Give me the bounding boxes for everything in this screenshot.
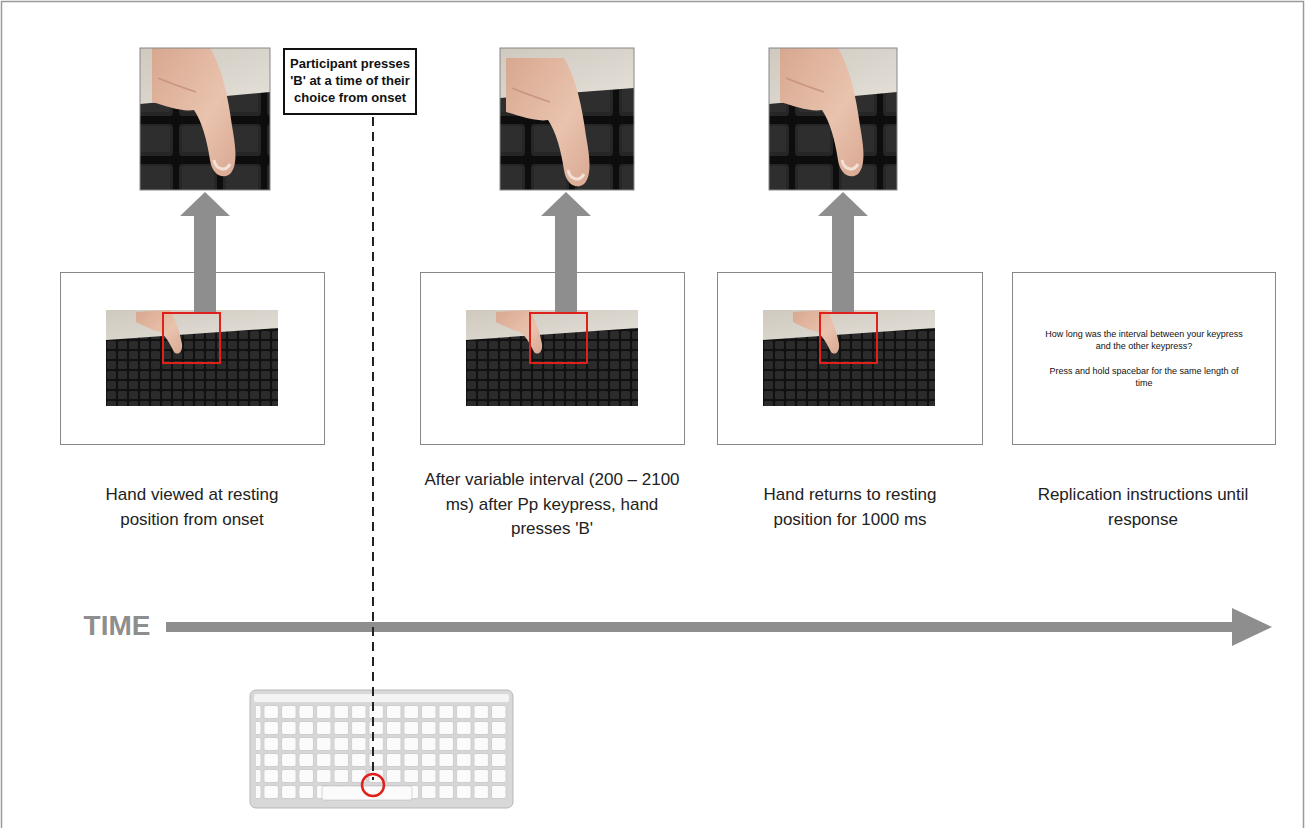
callout-box: Participant presses 'B' at a time of the… (283, 48, 417, 115)
step-caption: Hand returns to resting position for 100… (743, 483, 958, 532)
node-text: How long was the interval between your k… (1043, 328, 1245, 352)
screen-panel: How long was the interval between your k… (1012, 272, 1276, 445)
node-text: Press and hold spacebar for the same len… (1043, 365, 1245, 389)
step-caption: After variable interval (200 – 2100 ms) … (417, 468, 687, 542)
node-text: Participant presses 'B' at a time of the… (290, 56, 410, 107)
step-caption: Hand viewed at resting position from ons… (85, 483, 300, 532)
step-caption: Replication instructions until response (1036, 483, 1251, 532)
time-label: TIME (67, 609, 167, 643)
